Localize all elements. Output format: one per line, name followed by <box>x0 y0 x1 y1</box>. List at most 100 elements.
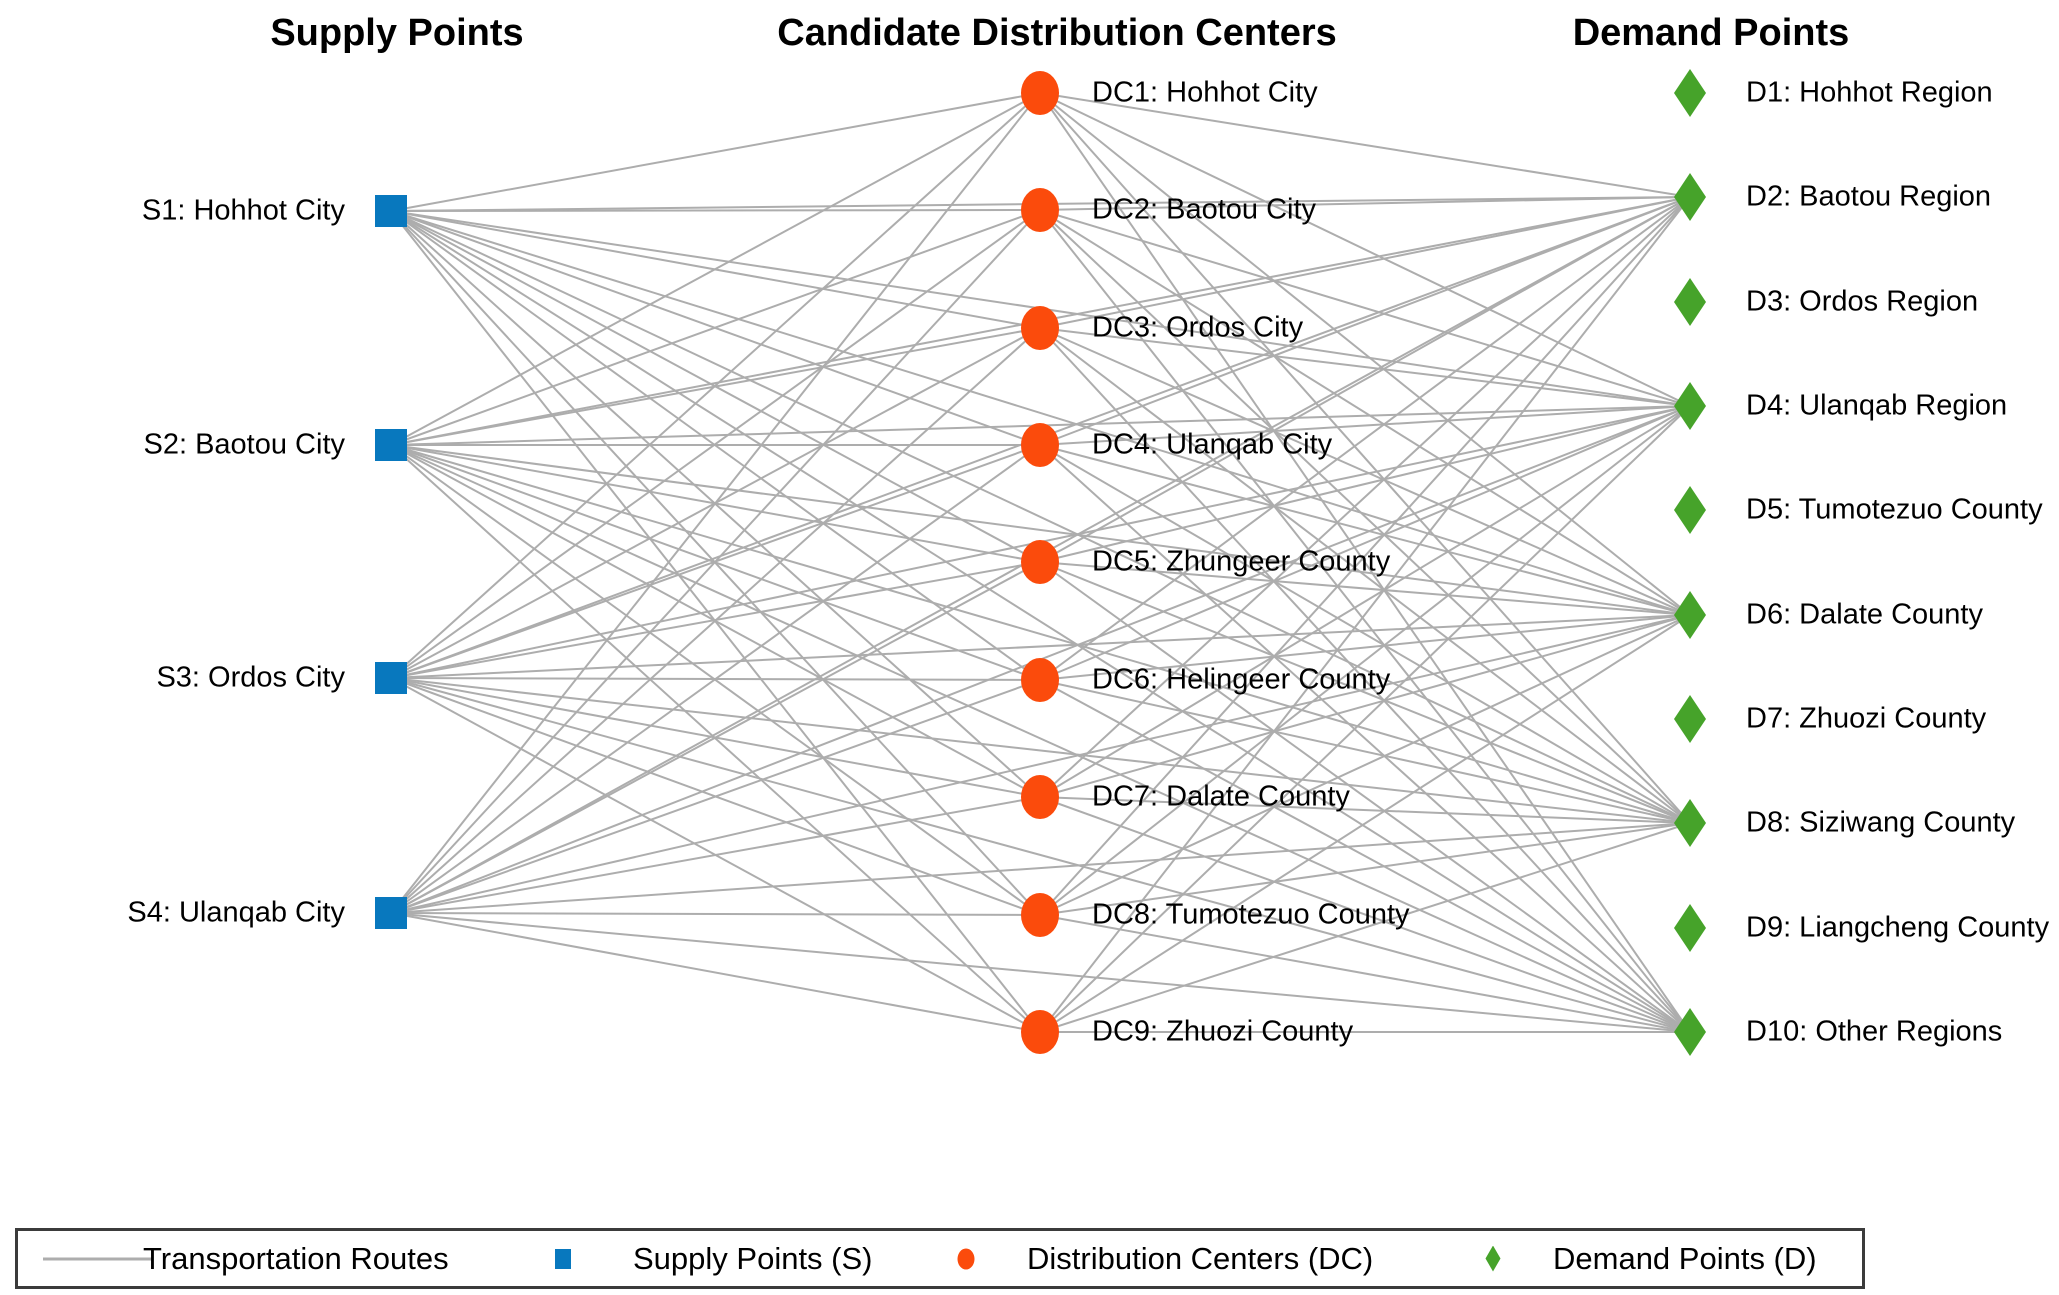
route-line <box>390 92 1041 212</box>
route-line <box>1039 327 1691 1033</box>
route-line <box>1039 196 1691 329</box>
route-line <box>1039 561 1691 1033</box>
dc-node-circle-icon-DC9 <box>1021 1010 1059 1054</box>
route-line <box>390 210 1691 824</box>
route-line <box>1039 92 1691 1033</box>
route-line <box>1039 614 1691 681</box>
route-line <box>1039 209 1691 616</box>
demand-node-label-D6: D6: Dalate County <box>1746 598 1983 631</box>
route-line <box>390 796 1041 914</box>
route-line <box>1039 822 1691 916</box>
dc-node-label-DC9: DC9: Zhuozi County <box>1092 1015 1354 1048</box>
route-line <box>1039 796 1691 1033</box>
supply-node-square-icon-S2 <box>375 429 407 461</box>
legend-label-routes: Transportation Routes <box>143 1240 449 1276</box>
route-line <box>390 327 1041 914</box>
legend-label-demand: Demand Points (D) <box>1553 1240 1817 1276</box>
route-line <box>1039 405 1691 1033</box>
dc-node-label-DC1: DC1: Hohhot City <box>1092 76 1318 109</box>
route-line <box>1039 614 1691 1033</box>
supply-node-label-S3: S3: Ordos City <box>156 661 345 694</box>
route-line <box>1039 405 1691 916</box>
legend: Transportation Routes Supply Points (S) … <box>15 1228 1865 1289</box>
route-line <box>1039 196 1691 563</box>
dc-node-circle-icon-DC7 <box>1021 775 1059 819</box>
supply-node-square-icon-S1 <box>375 195 407 227</box>
dc-node-circle-icon-DC8 <box>1021 893 1059 937</box>
route-line-swatch-icon <box>43 1257 153 1260</box>
dc-circle-swatch-icon <box>957 1248 975 1269</box>
route-line <box>1039 444 1691 1033</box>
route-line <box>390 444 1041 914</box>
route-line <box>390 209 1041 679</box>
demand-node-label-D2: D2: Baotou Region <box>1746 180 1992 213</box>
route-line <box>1039 327 1691 824</box>
dc-node-label-DC4: DC4: Ulanqab City <box>1092 428 1333 461</box>
route-line <box>1039 561 1691 824</box>
dc-node-label-DC5: DC5: Zhungeer County <box>1092 545 1391 578</box>
route-line <box>1039 196 1691 916</box>
route-line <box>390 444 1691 616</box>
dc-node-circle-icon-DC3 <box>1021 306 1059 350</box>
column-title-distribution: Candidate Distribution Centers <box>777 12 1337 54</box>
route-line <box>1039 914 1691 1033</box>
route-line <box>1039 209 1691 407</box>
route-line <box>390 92 1041 679</box>
column-title-demand: Demand Points <box>1572 12 1850 54</box>
route-line <box>1039 405 1691 563</box>
route-line <box>390 92 1041 446</box>
route-line <box>1039 327 1691 616</box>
dc-node-label-DC7: DC7: Dalate County <box>1092 780 1350 813</box>
route-line <box>1039 796 1691 824</box>
route-line <box>1039 444 1691 824</box>
route-line <box>390 92 1041 914</box>
route-line <box>1039 327 1691 407</box>
route-line <box>390 209 1041 914</box>
route-line <box>1039 196 1691 1033</box>
dc-node-circle-icon-DC4 <box>1021 423 1059 467</box>
legend-label-supply: Supply Points (S) <box>633 1240 873 1276</box>
demand-node-label-D5: D5: Tumotezuo County <box>1746 493 2043 526</box>
supply-node-label-S2: S2: Baotou City <box>143 428 346 461</box>
route-line <box>1039 209 1691 824</box>
route-line <box>390 677 1691 1033</box>
route-line <box>390 444 1691 1033</box>
route-line <box>1039 92 1691 407</box>
demand-node-label-D1: D1: Hohhot Region <box>1746 76 1993 109</box>
route-line <box>1039 92 1691 616</box>
route-line <box>390 614 1691 679</box>
dc-node-label-DC6: DC6: Helingeer County <box>1092 663 1391 696</box>
column-title-supply: Supply Points <box>270 12 524 54</box>
route-line <box>1039 822 1691 1033</box>
route-line <box>1039 92 1691 824</box>
route-line <box>1039 405 1691 446</box>
route-line <box>1039 92 1691 198</box>
dc-node-circle-icon-DC5 <box>1021 540 1059 584</box>
route-line <box>390 209 1041 446</box>
route-line <box>1039 196 1691 446</box>
demand-node-label-D4: D4: Ulanqab Region <box>1746 389 2008 422</box>
route-line <box>390 679 1041 914</box>
dc-node-circle-icon-DC6 <box>1021 658 1059 702</box>
demand-node-label-D9: D9: Liangcheng County <box>1746 911 2050 944</box>
route-line <box>390 912 1041 916</box>
route-line <box>390 210 1691 1033</box>
route-line <box>390 444 1691 824</box>
route-line <box>390 912 1041 1033</box>
demand-node-label-D3: D3: Ordos Region <box>1746 285 1979 318</box>
route-line <box>390 822 1691 914</box>
supply-node-square-icon-S4 <box>375 897 407 929</box>
dc-node-label-DC3: DC3: Ordos City <box>1092 311 1304 344</box>
dc-node-label-DC8: DC8: Tumotezuo County <box>1092 898 1410 931</box>
demand-node-label-D7: D7: Zhuozi County <box>1746 702 1987 735</box>
route-line <box>1039 679 1691 1033</box>
route-line <box>1039 196 1691 681</box>
dc-node-circle-icon-DC1 <box>1021 71 1059 115</box>
route-line <box>1039 614 1691 798</box>
route-line <box>1039 561 1691 616</box>
route-line <box>390 614 1691 914</box>
route-line <box>1039 679 1691 824</box>
supply-node-square-icon-S3 <box>375 662 407 694</box>
demand-node-label-D8: D8: Siziwang County <box>1746 806 2016 839</box>
